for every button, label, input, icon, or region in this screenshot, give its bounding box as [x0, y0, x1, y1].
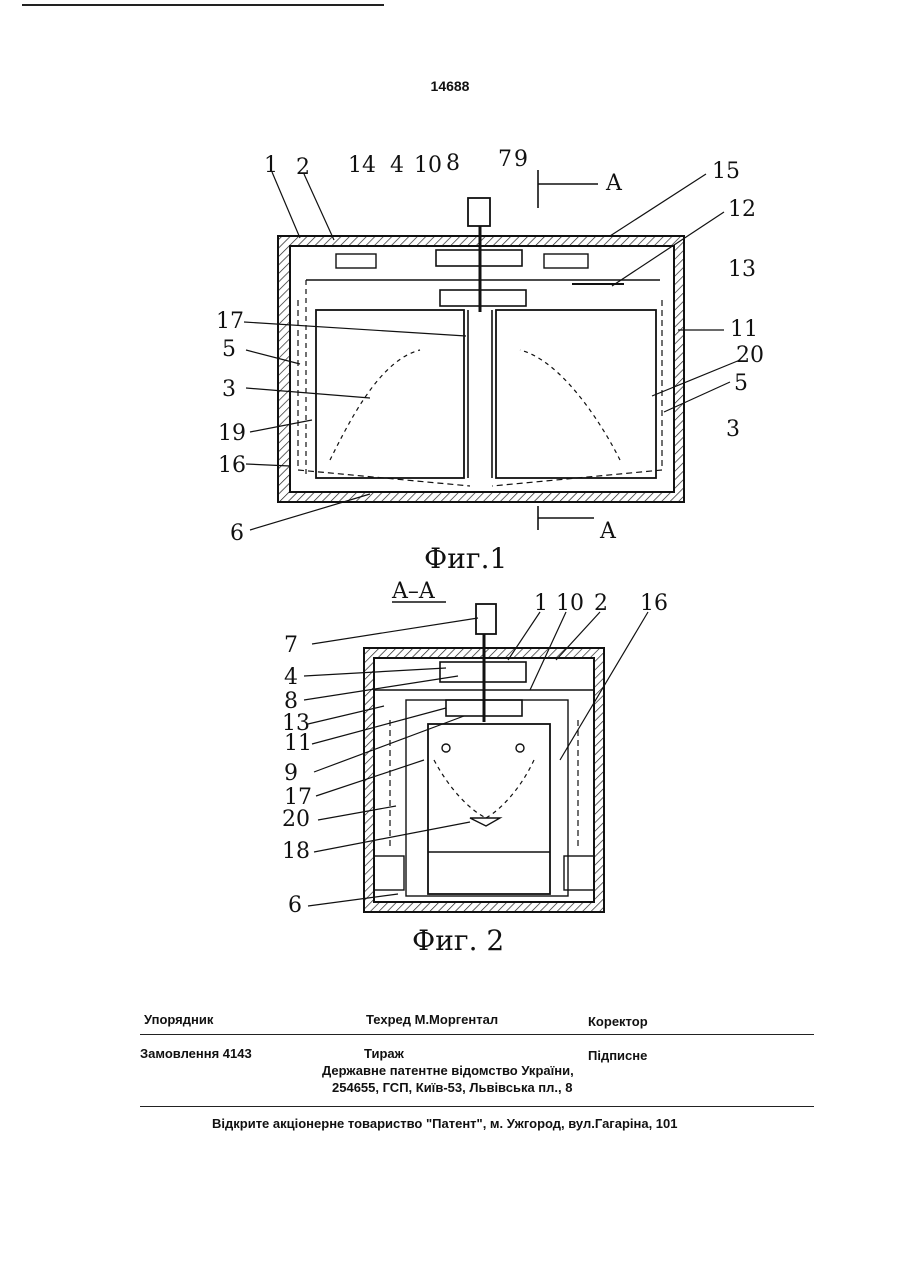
fig1-label: 3 — [726, 417, 740, 442]
fig2-section-title: A–A — [391, 579, 436, 604]
fig2-label: 4 — [284, 665, 298, 690]
fig2-label: 18 — [282, 839, 310, 864]
publisher-line: Відкрите акціонерне товариство "Патент",… — [212, 1116, 678, 1131]
fig1-label: 10 — [414, 153, 442, 178]
fig1-label: 8 — [446, 151, 460, 176]
fig2-inner-chamber — [428, 724, 550, 894]
fig1-caption: Фиг.1 — [424, 542, 507, 575]
fig2-label: 1 — [534, 591, 548, 616]
fig2-label: 6 — [288, 893, 302, 918]
fig2-label: 7 — [284, 633, 298, 658]
fig2-label: 10 — [556, 591, 584, 616]
fig1-motor — [468, 198, 490, 226]
fig1-label: 3 — [222, 377, 236, 402]
fig1-label: 7 — [498, 147, 512, 172]
fig1-label: 11 — [730, 317, 758, 342]
fig1-label: 19 — [218, 421, 246, 446]
order-number: Замовлення 4143 — [140, 1046, 252, 1061]
fig1-label: 6 — [230, 521, 244, 546]
figure-1 — [244, 170, 740, 530]
fig1-label: 5 — [222, 337, 236, 362]
fig1-label: 2 — [296, 155, 310, 180]
corrector-label: Коректор — [588, 1014, 648, 1029]
fig1-label: 12 — [728, 197, 756, 222]
fig1-label: 1 — [264, 153, 278, 178]
fig1-label: 4 — [390, 153, 404, 178]
fig1-label: 20 — [736, 343, 764, 368]
techred-label: Техред М.Моргентал — [366, 1012, 498, 1027]
footer-rule-2 — [140, 1106, 814, 1107]
fig1-label: 17 — [216, 309, 244, 334]
fig2-motor — [476, 604, 496, 634]
fig1-heater-right — [544, 254, 588, 268]
fig1-left-chamber — [316, 310, 464, 478]
figure-2-labels: A–A 7 1 10 2 16 4 8 13 11 9 17 20 18 6 Ф… — [282, 579, 668, 957]
fig1-label: 16 — [218, 453, 246, 478]
fig1-heater-left — [336, 254, 376, 268]
fig1-label: 15 — [712, 159, 740, 184]
compiler-label: Упорядник — [144, 1012, 213, 1027]
fig1-section-mark: A — [605, 171, 623, 196]
footer-rule-1 — [140, 1034, 814, 1035]
fig1-label: 5 — [734, 371, 748, 396]
figure-2 — [304, 604, 648, 912]
agency-name: Державне патентне відомство України, — [322, 1063, 574, 1078]
fig2-label: 9 — [284, 761, 298, 786]
patent-drawings: 1 2 14 4 10 8 7 9 A 15 12 13 11 20 5 3 1… — [0, 0, 900, 980]
fig2-label: 2 — [594, 591, 608, 616]
fig2-caption: Фиг. 2 — [412, 924, 504, 957]
fig2-label: 20 — [282, 807, 310, 832]
fig1-label: 14 — [348, 153, 376, 178]
fig1-section-mark: A — [599, 519, 617, 544]
fig2-label: 11 — [284, 731, 312, 756]
fig1-label: 9 — [514, 147, 528, 172]
agency-address: 254655, ГСП, Київ-53, Львівська пл., 8 — [332, 1080, 572, 1095]
fig1-label: 13 — [728, 257, 756, 282]
circulation-label: Тираж — [364, 1046, 404, 1061]
fig1-fan-lower — [440, 290, 526, 306]
subscription-label: Підписне — [588, 1048, 647, 1063]
fig2-label: 16 — [640, 591, 668, 616]
fig1-right-chamber — [496, 310, 656, 478]
